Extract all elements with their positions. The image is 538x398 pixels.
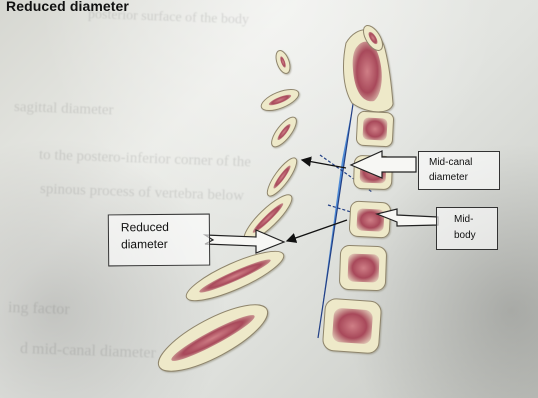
spinous-process-3	[267, 114, 300, 151]
vertebral-body-c7	[322, 298, 381, 354]
vertebral-body-c2-odontoid	[344, 22, 393, 111]
reduced-diameter-label-box: Reduced diameter	[108, 214, 210, 267]
mid-canal-arrow	[302, 160, 346, 168]
vertebral-bodies	[322, 22, 394, 353]
mid-body-label-box: Mid- body	[436, 207, 498, 250]
spinous-process-1	[273, 49, 292, 76]
reduced-diameter-pointer	[205, 230, 284, 253]
spinous-process-2	[258, 85, 301, 115]
reduced-label-line-2: diameter	[121, 236, 209, 254]
spinous-process-7	[150, 293, 276, 384]
mid-canal-label-line-1: Mid-canal	[429, 155, 499, 170]
vertebral-body-c5	[349, 201, 391, 238]
reduced-diameter-arrow	[287, 220, 347, 241]
mid-body-label-line-2: body	[454, 228, 497, 244]
mid-body-label-line-1: Mid-	[454, 212, 497, 228]
mid-canal-label-line-2: diameter	[429, 170, 499, 185]
vertebral-body-c6	[339, 245, 387, 291]
mid-canal-diameter-label-box: Mid-canal diameter	[418, 151, 500, 190]
reduced-label-line-1: Reduced	[121, 219, 209, 237]
vertebral-body-c3	[356, 111, 394, 147]
spinous-process-4	[263, 154, 301, 199]
